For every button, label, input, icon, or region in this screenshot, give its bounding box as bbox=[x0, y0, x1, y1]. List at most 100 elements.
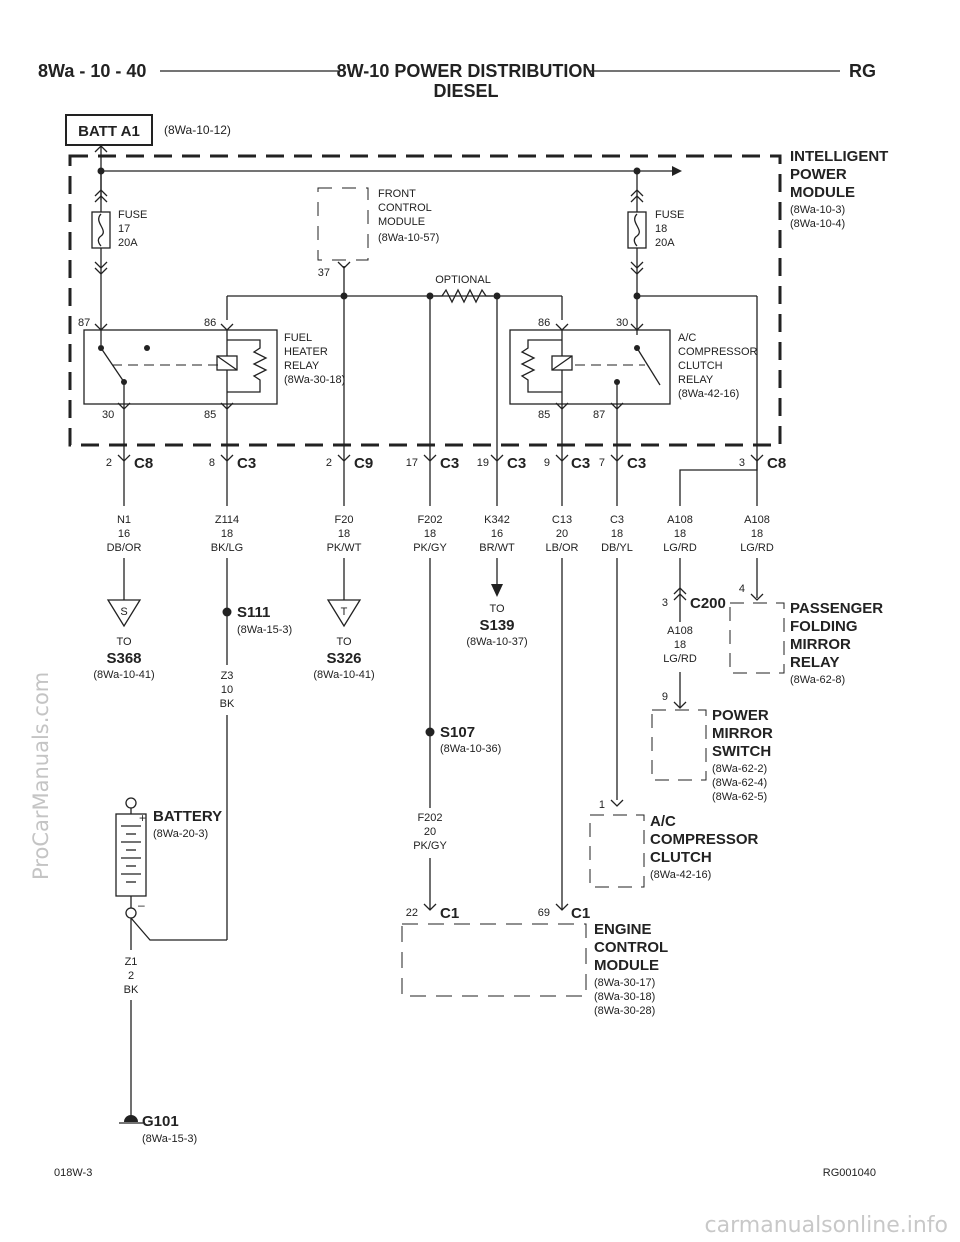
pfmr-name-3: MIRROR bbox=[790, 636, 851, 653]
ac-relay-pin-30: 30 bbox=[616, 317, 628, 329]
s368-to: TO bbox=[116, 636, 132, 648]
acc-ref: (8Wa-42-16) bbox=[650, 869, 711, 881]
connector-pin-label: 2 bbox=[106, 457, 112, 469]
f202b-gauge: 20 bbox=[424, 826, 436, 838]
pms-name-1: POWER bbox=[712, 707, 769, 724]
ac-relay-switch-arm bbox=[636, 347, 661, 386]
fuel-relay-name-2: HEATER bbox=[284, 346, 328, 358]
wire-code: K342 bbox=[484, 514, 510, 526]
connector-name: C8 bbox=[134, 455, 153, 472]
ac-relay-pin-86: 86 bbox=[538, 317, 550, 329]
batt-a1-ref: (8Wa-10-12) bbox=[164, 123, 231, 137]
acc-pin: 1 bbox=[599, 799, 605, 811]
s326-to: TO bbox=[336, 636, 352, 648]
ecm-name-2: CONTROL bbox=[594, 939, 668, 956]
header-code: RG bbox=[849, 61, 876, 81]
connector-pin-label: 17 bbox=[406, 457, 418, 469]
ac-relay-suppression-resistor bbox=[520, 339, 562, 393]
wire-code: Z114 bbox=[215, 514, 239, 526]
wire-gauge: 20 bbox=[556, 528, 568, 540]
ac-relay-name-1: A/C bbox=[678, 332, 696, 344]
a108-wire-branch bbox=[679, 461, 758, 506]
ipm-name-1: INTELLIGENT bbox=[790, 148, 888, 165]
wire-color: LG/RD bbox=[740, 542, 774, 554]
fuse18-number: 18 bbox=[655, 223, 667, 235]
acc-name-3: CLUTCH bbox=[650, 849, 712, 866]
connector-c3-pin19: 19 C3 bbox=[477, 454, 526, 472]
optional-resistor bbox=[434, 288, 493, 304]
s139-ref: (8Wa-10-37) bbox=[466, 636, 527, 648]
ac-compressor-clutch-box bbox=[589, 814, 645, 888]
s368-name: S368 bbox=[106, 650, 141, 667]
acc-chevron bbox=[610, 799, 624, 807]
fuse17-body bbox=[91, 211, 111, 249]
wire-label-c3: C3 18 DB/YL bbox=[601, 514, 633, 554]
g101-ref: (8Wa-15-3) bbox=[142, 1133, 197, 1145]
ecm-ref-3: (8Wa-30-28) bbox=[594, 1005, 655, 1017]
batt-a1-label: BATT A1 bbox=[78, 123, 140, 140]
s107-ref: (8Wa-10-36) bbox=[440, 743, 501, 755]
battery-cells bbox=[121, 825, 141, 883]
battery-minus: – bbox=[138, 898, 145, 912]
f202b-code: F202 bbox=[417, 812, 442, 824]
connector-c8-pin2: 2 C8 bbox=[106, 454, 153, 472]
ac-relay-box bbox=[509, 329, 671, 405]
bottom-watermark: carmanualsonline.info bbox=[705, 1213, 948, 1238]
passenger-folding-mirror-relay-box bbox=[729, 602, 785, 674]
fuel-relay-suppression-resistor bbox=[227, 339, 268, 393]
wire-gauge: 18 bbox=[424, 528, 436, 540]
fuel-relay-name-3: RELAY bbox=[284, 360, 320, 372]
fcm-name-1: FRONT bbox=[378, 188, 416, 200]
page-reference: 8Wa - 10 - 40 bbox=[38, 61, 146, 81]
wire-color: DB/YL bbox=[601, 542, 633, 554]
wire-code: F20 bbox=[335, 514, 354, 526]
wire-gauge: 18 bbox=[221, 528, 233, 540]
s326-ref: (8Wa-10-41) bbox=[313, 669, 374, 681]
fuel-heater-relay-box bbox=[83, 329, 278, 405]
power-mirror-switch-box bbox=[651, 709, 707, 781]
engine-control-module-box bbox=[401, 923, 587, 997]
pfmr-name-1: PASSENGER bbox=[790, 600, 883, 617]
wire-code: A108 bbox=[667, 514, 693, 526]
optional-label: OPTIONAL bbox=[435, 274, 491, 286]
splice-a108 bbox=[633, 292, 641, 300]
fuel-relay-pin-86: 86 bbox=[204, 317, 216, 329]
ac-relay-pin-87: 87 bbox=[593, 409, 605, 421]
z1-color: BK bbox=[124, 984, 139, 996]
connector-pin-label: 19 bbox=[477, 457, 489, 469]
ecm-pin-22: 22 bbox=[406, 907, 418, 919]
connector-name: C9 bbox=[354, 455, 373, 472]
connector-c3-pin8: 8 C3 bbox=[209, 454, 256, 472]
z3-to-battery-neg bbox=[130, 917, 227, 941]
f202b-color: PK/GY bbox=[413, 840, 447, 852]
connector-c3-pin9: 9 C3 bbox=[544, 454, 590, 472]
wire-gauge: 16 bbox=[491, 528, 503, 540]
bus-arrow bbox=[672, 166, 682, 176]
connector-name: C3 bbox=[440, 455, 459, 472]
g101-name: G101 bbox=[142, 1113, 179, 1130]
ecm-pin-69: 69 bbox=[538, 907, 550, 919]
s368-ref: (8Wa-10-41) bbox=[93, 669, 154, 681]
ac-relay-name-3: CLUTCH bbox=[678, 360, 723, 372]
batt-connector-chevron bbox=[94, 145, 108, 153]
wire-code: F202 bbox=[417, 514, 442, 526]
connector-pin-label: 7 bbox=[599, 457, 605, 469]
z3-code: Z3 bbox=[221, 670, 234, 682]
wire-label-k342: K342 16 BR/WT bbox=[479, 514, 515, 554]
s139-arrow bbox=[491, 584, 503, 597]
fuel-relay-pin-87: 87 bbox=[78, 317, 90, 329]
page-subtitle: DIESEL bbox=[433, 81, 498, 101]
s326-marker bbox=[326, 599, 362, 628]
connector-pin-label: 9 bbox=[544, 457, 550, 469]
s111-ref: (8Wa-15-3) bbox=[237, 624, 292, 636]
wire-color: LG/RD bbox=[663, 542, 697, 554]
wire-color: LB/OR bbox=[545, 542, 578, 554]
ecm-pin69-chevron bbox=[555, 903, 569, 911]
fuse17-chevron-top bbox=[94, 189, 108, 203]
wire-gauge: 18 bbox=[611, 528, 623, 540]
wire-code: C3 bbox=[610, 514, 624, 526]
s326-marker-letter: T bbox=[341, 606, 348, 618]
ecm-conn-1: C1 bbox=[440, 905, 459, 922]
connector-name: C3 bbox=[507, 455, 526, 472]
c200-name: C200 bbox=[690, 595, 726, 612]
